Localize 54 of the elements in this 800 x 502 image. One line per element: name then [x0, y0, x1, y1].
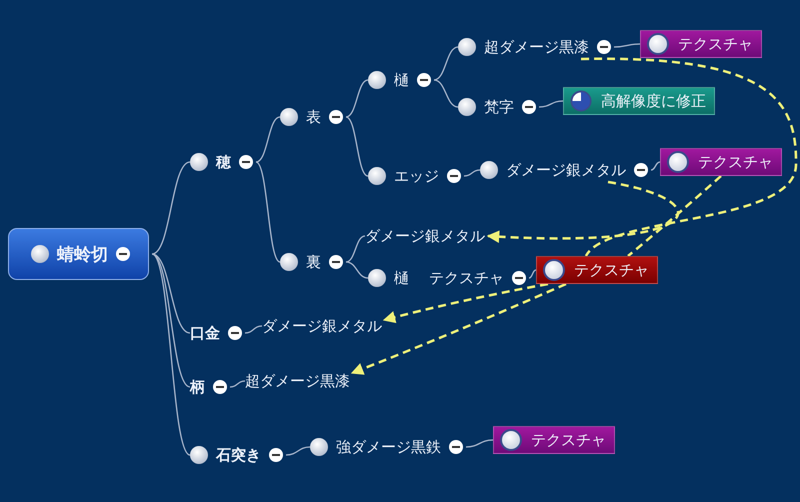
- topic-text: 口金: [190, 324, 220, 342]
- dashed-arrow: [486, 180, 679, 243]
- branch-line: [464, 169, 480, 177]
- branch-line: [152, 254, 190, 456]
- topic-text: 穂: [216, 152, 231, 172]
- branch-line: [466, 439, 494, 448]
- tag-box: [493, 426, 615, 454]
- topic-text: 樋: [394, 70, 409, 90]
- topic-text: 超ダメージ黒漆: [484, 38, 589, 56]
- topic-text: 樋 テクスチャ: [394, 268, 504, 288]
- branch-line: [434, 46, 458, 81]
- dashed-arrow: [382, 282, 548, 324]
- branch-line: [434, 79, 458, 108]
- dashed-line: [581, 58, 798, 257]
- topic-text: 柄: [190, 378, 205, 396]
- branch-line: [152, 253, 190, 334]
- topic-text: テクスチャ: [574, 260, 649, 280]
- topic-text: ダメージ銀メタル: [365, 226, 485, 246]
- topic-text: ダメージ銀メタル: [262, 316, 382, 336]
- branch-line: [286, 446, 310, 456]
- branch-line: [528, 269, 536, 279]
- tag-box: [660, 148, 782, 176]
- branch-line: [152, 253, 190, 388]
- branch-line: [256, 161, 280, 263]
- branch-line: [346, 235, 366, 263]
- branch-line: [244, 325, 262, 334]
- branch-line: [256, 116, 280, 163]
- branch-line: [346, 261, 368, 279]
- tag-box: [563, 87, 715, 115]
- topic-text: 強ダメージ黒鉄: [336, 438, 441, 456]
- branch-line: [538, 100, 564, 108]
- topic-text: 梵字: [484, 98, 514, 116]
- topic-text: 蜻蛉切: [57, 244, 108, 266]
- topic-text: テクスチャ: [698, 152, 773, 172]
- topic-text: 石突き: [216, 446, 261, 464]
- topic-text: エッジ: [394, 166, 439, 186]
- branch-line: [152, 161, 190, 255]
- central-topic-box: [8, 228, 149, 280]
- tag-box: [640, 30, 762, 58]
- topic-text: 表: [306, 108, 321, 126]
- branch-line: [230, 380, 246, 388]
- topic-text: ダメージ銀メタル: [506, 160, 626, 180]
- branch-line: [346, 79, 368, 118]
- dashed-arrow: [350, 282, 566, 375]
- topic-text: 超ダメージ黒漆: [245, 372, 350, 390]
- topic-text: テクスチャ: [678, 34, 753, 54]
- topic-text: 高解像度に修正: [601, 92, 706, 110]
- tag-box: [536, 256, 658, 284]
- topic-text: テクスチャ: [531, 430, 606, 450]
- branch-line: [650, 161, 660, 171]
- branch-line: [614, 43, 640, 48]
- dashed-line: [627, 175, 722, 257]
- branch-line: [346, 116, 368, 177]
- topic-text: 裏: [306, 252, 321, 272]
